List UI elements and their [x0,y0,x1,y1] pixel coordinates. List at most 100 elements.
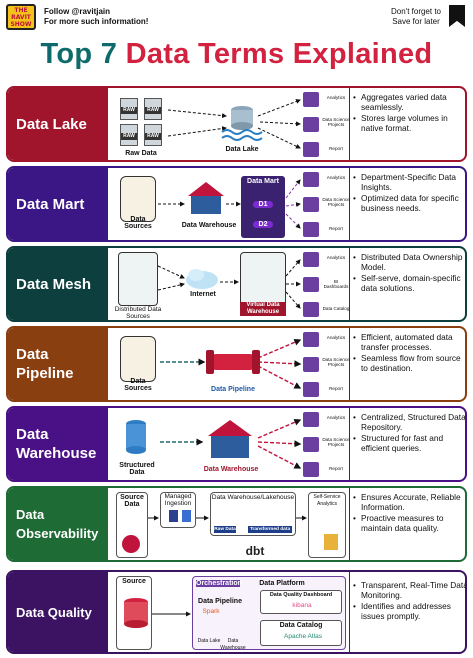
analytics-box [308,492,346,558]
data-sources-icon [120,336,156,382]
analytics-icon [303,332,319,347]
title-part-2: Data Terms Explained [125,38,433,70]
data-science-icon [303,117,319,132]
kibana-logo: kibana [292,602,312,609]
diagram-data-mart: Data Sources Data Warehouse Data Mart D1… [108,168,350,240]
data-pipeline-label: Data Pipeline [198,598,242,605]
row-data-mesh: Data Mesh Distributed Data Sources Inter… [6,246,467,322]
bullet-list: Distributed Data Ownership Model. Self-s… [353,252,465,320]
raw-file-icon: RAW [120,98,138,120]
follow-text: Follow @ravitjain For more such informat… [44,7,148,27]
data-science-icon [303,437,319,452]
catalog-box [260,620,342,646]
output-label: Data Science Projects [322,357,350,367]
output-label: Report [329,466,343,471]
output-label: BI Dashboards [323,279,349,289]
row-data-lake: Data Lake RAW RAW RAW RAW Raw Data Data … [6,86,467,162]
dashboard-box [260,590,342,614]
flow-arrows [157,259,301,309]
data-science-icon [303,197,319,212]
bullet-item: Seamless flow from source to destination… [353,353,465,374]
output-label: Data Science Projects [322,437,350,447]
data-sources-label: Data Sources [124,216,152,230]
row-data-mart: Data Mart Data Sources Data Warehouse Da… [6,166,467,242]
apache-atlas-logo: Apache Atlas [284,633,322,640]
bullet-item: Optimized data for specific business nee… [353,193,465,214]
virtual-warehouse-label: Virtual Data Warehouse [240,302,286,316]
bullet-item: Proactive measures to maintain data qual… [353,513,465,534]
row-label: Data Quality [8,572,108,652]
raw-data-label: Raw Data [125,150,157,157]
bullet-list: Department-Specific Data Insights. Optim… [353,172,465,240]
title-part-1: Top 7 [40,38,126,70]
bookmark-icon[interactable] [449,5,465,27]
row-label: Data Mart [8,168,108,240]
flow-arrows [158,179,301,229]
logo-line-1: THE [14,6,28,14]
data-sources-label: Data Sources [124,378,152,392]
flow-arrows [160,338,302,389]
header: THE RAVIT SHOW Follow @ravitjain For mor… [0,0,473,34]
managed-ingestion-label: Managed Ingestion [164,493,192,507]
flow-arrows [122,510,338,553]
report-icon [303,462,319,477]
source-box [116,492,148,558]
brand-logo: THE RAVIT SHOW [6,4,36,30]
bullet-list: Centralized, Structured Data Repository.… [353,412,465,480]
data-lake-label: Data Lake [225,146,259,153]
bullet-item: Distributed Data Ownership Model. [353,252,465,273]
output-label: Analytics [326,95,346,100]
bullet-list: Ensures Accurate, Reliable Information. … [353,492,465,560]
output-label: Analytics [326,335,346,340]
d2-label: D2 [253,221,273,228]
data-platform-label: Data Platform [259,580,305,587]
bullet-item: Department-Specific Data Insights. [353,172,465,193]
follow-subtext: For more such information! [44,17,149,26]
bullet-item: Structured for fast and efficient querie… [353,433,465,454]
page-title: Top 7 Data Terms Explained [0,38,473,71]
row-label: Data Warehouse [8,408,108,480]
bullet-item: Efficient, automated data transfer proce… [353,332,465,353]
data-warehouse-label: Data Warehouse [203,466,259,473]
dashboard-icon [303,277,319,292]
output-label: Data Science Projects [322,117,350,127]
follow-handle[interactable]: Follow @ravitjain [44,7,111,16]
output-label: Report [329,226,343,231]
diagram-data-observability: Source Data Managed Ingestion Data Wareh… [108,488,350,560]
bullet-item: Transparent, Real-Time Data Monitoring. [353,580,465,601]
data-mart-label: Data Mart [247,178,279,185]
analytics-icon [303,252,319,267]
bullet-list: Transparent, Real-Time Data Monitoring. … [353,580,465,650]
source-label: Source [122,578,146,585]
bullet-item: Stores large volumes in native format. [353,113,465,134]
row-label: Data Mesh [8,248,108,320]
data-quality-dashboard-label: Data Quality Dashboard [269,592,333,598]
logo-line-3: SHOW [10,20,32,28]
row-data-pipeline: Data Pipeline Data Sources Data Pipeline… [6,326,467,402]
structured-data-label: Structured Data [119,462,155,476]
orchestration-label: Orchestration [196,580,242,587]
data-sources-icon [120,176,156,222]
diagram-data-quality: Source Orchestration Data Platform Data … [108,572,350,652]
save-reminder: Don't forget to Save for later [391,7,441,27]
data-science-icon [303,357,319,372]
raw-file-icon: RAW [144,98,162,120]
spark-logo: Spark [202,608,220,615]
bullet-item: Aggregates varied data seamlessly. [353,92,465,113]
diagram-data-pipeline: Data Sources Data Pipeline Analytics Dat… [108,328,350,400]
output-label: Analytics [326,175,346,180]
row-label: Data Observability [8,488,108,560]
output-label: Analytics [326,255,346,260]
analytics-icon [303,172,319,187]
row-data-quality: Data Quality Source Orchestration Data P… [6,570,467,654]
flow-arrows [167,99,301,149]
row-label: Data Lake [8,88,108,160]
catalog-icon [303,302,319,317]
data-pipeline-label: Data Pipeline [211,386,255,393]
data-warehouse-label: Data Warehouse [220,638,246,651]
diagram-data-warehouse: Structured Data Data Warehouse Analytics… [108,408,350,480]
row-data-observability: Data Observability Source Data Managed I… [6,486,467,562]
bullet-list: Aggregates varied data seamlessly. Store… [353,92,465,160]
data-catalog-label: Data Catalog [279,622,323,629]
row-data-warehouse: Data Warehouse Structured Data Data Ware… [6,406,467,482]
